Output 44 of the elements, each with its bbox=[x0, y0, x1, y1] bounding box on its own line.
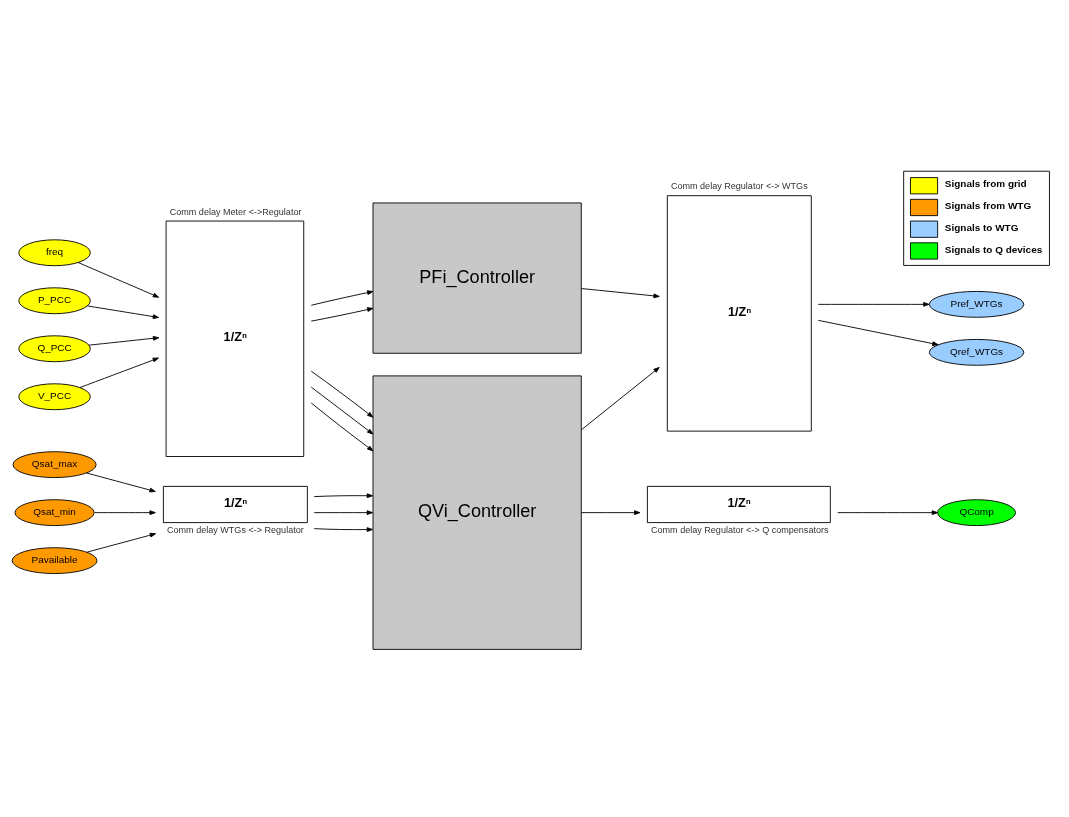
arrow bbox=[77, 262, 160, 298]
arrow bbox=[310, 290, 374, 306]
arrow bbox=[313, 510, 374, 515]
node-ellipse: P_PCC bbox=[18, 287, 91, 315]
arrow bbox=[581, 288, 660, 299]
arrow bbox=[817, 302, 930, 307]
node-ellipse: freq bbox=[18, 239, 91, 267]
node-box: 1/Zⁿ bbox=[666, 195, 812, 432]
node-label: Comm delay Regulator <-> WTGs bbox=[670, 181, 808, 192]
legend-label: Signals from WTG bbox=[944, 200, 1032, 212]
arrow bbox=[817, 319, 939, 346]
node-box: QVi_Controller bbox=[372, 375, 582, 650]
legend-label: Signals to Q devices bbox=[944, 243, 1043, 255]
arrow bbox=[88, 335, 160, 346]
node-ellipse: Pavailable bbox=[11, 547, 98, 575]
node-label: Comm delay Regulator <-> Q compensators bbox=[651, 525, 829, 536]
arrow bbox=[310, 386, 374, 435]
arrow bbox=[79, 357, 159, 388]
arrow bbox=[581, 510, 641, 515]
node-ellipse: Qsat_max bbox=[12, 451, 97, 479]
arrow bbox=[310, 307, 374, 322]
arrow bbox=[313, 527, 374, 532]
arrow bbox=[86, 305, 160, 319]
node-box: 1/Zⁿ bbox=[162, 485, 308, 524]
node-ellipse: Pref_WTGs bbox=[928, 290, 1025, 318]
node-box: 1/Zⁿ bbox=[646, 485, 831, 524]
arrow bbox=[310, 370, 374, 418]
node-ellipse: Qsat_min bbox=[14, 499, 95, 527]
arrow bbox=[94, 510, 156, 515]
arrow bbox=[86, 532, 157, 553]
arrow bbox=[86, 472, 156, 493]
node-label: Comm delay WTGs <-> Regulator bbox=[167, 525, 304, 536]
legend-label: Signals from grid bbox=[944, 178, 1027, 190]
arrow bbox=[313, 493, 374, 499]
node-box: 1/Zⁿ bbox=[165, 220, 305, 457]
node-ellipse: Q_PCC bbox=[18, 335, 91, 363]
arrow bbox=[581, 366, 660, 431]
legend-label: Signals to WTG bbox=[944, 221, 1019, 233]
node-label: Comm delay Meter <->Regulator bbox=[169, 206, 302, 217]
node-ellipse: QComp bbox=[937, 499, 1016, 527]
node-box: PFi_Controller bbox=[372, 202, 582, 354]
arrow bbox=[310, 402, 374, 452]
node-ellipse: V_PCC bbox=[18, 383, 91, 411]
arrow bbox=[837, 510, 939, 515]
